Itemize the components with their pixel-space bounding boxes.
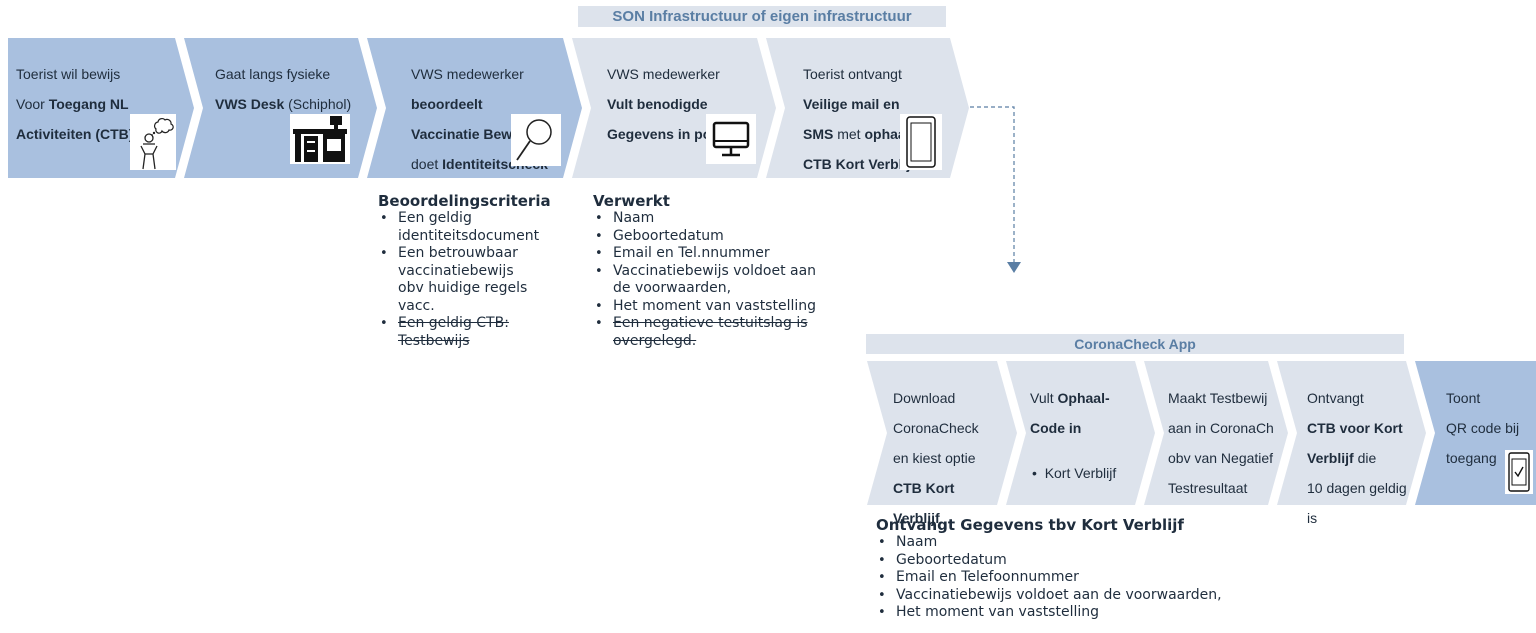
list-item-line: Naam [613,210,655,226]
list-item: Het moment van vaststelling [593,298,873,316]
desk-icon [290,114,350,164]
list-item-line: identiteitsdocument [398,227,540,244]
list-item: Naam [593,210,873,228]
person-thinking-icon [130,114,176,170]
list-item-line: vacc. [398,297,435,314]
step-5-text: Toerist ontvangt Veilige mail en SMS met… [803,66,942,172]
banner-coronacheck-app: CoronaCheck App [866,334,1404,354]
list-item-line: Het moment van vaststelling [613,297,817,314]
criteria-title: Beoordelingscriteria [378,192,551,210]
step-10-text: Toont QR code bij toegang [1446,390,1520,466]
received-list: Ontvangt Gegevens tbv Kort Verblijf Naam… [876,516,1296,622]
list-item-line: Een geldig CTB: [398,315,509,331]
processed-title: Verwerkt [593,192,670,210]
step-7-chevron [1006,361,1155,505]
step-9-chevron [1277,361,1426,505]
list-item: Vaccinatiebewijs voldoet aan de voorwaar… [876,587,1296,605]
connector-arrowhead [1007,262,1021,273]
list-item-line: Een betrouwbaar [398,245,518,261]
list-item-line: Geboortedatum [896,551,1007,568]
received-title: Ontvangt Gegevens tbv Kort Verblijf [876,516,1184,534]
list-item: Naam [876,534,1296,552]
list-item-line: obv huidige regels [398,280,528,296]
list-item-line: Naam [896,534,938,550]
step-6-text: Download CoronaCheck en kiest optie CTB … [893,390,979,526]
list-item-line: Een negatieve testuitslag is [613,315,808,331]
step-8-text: Maakt Testbewij aan in CoronaCh obv van … [1168,390,1274,496]
list-item-line: Email en Tel.nnummer [613,245,770,261]
list-item: Geboortedatum [876,552,1296,570]
list-item-line: Het moment van vaststelling [896,604,1100,620]
phone-icon [900,114,942,170]
criteria-list: Beoordelingscriteria Een geldigidentitei… [378,192,578,350]
phone-check-icon [1505,450,1533,494]
step-9-text: Ontvangt CTB voor Kort Verblijf die 10 d… [1307,390,1407,526]
step-8-chevron [1144,361,1288,505]
list-item-line: Vaccinatiebewijs voldoet aan [613,262,817,279]
list-item-line: Vaccinatiebewijs voldoet aan de voorwaar… [896,586,1222,603]
step-6-chevron [867,361,1017,505]
dashed-connector [970,106,1015,262]
magnifier-icon [511,114,561,166]
list-item-line: overgelegd. [613,332,697,349]
list-item-line: Een geldig [398,210,472,226]
list-item-line: Testbewijs [398,332,470,349]
list-item-line: Geboortedatum [613,227,724,244]
list-item-line: Email en Telefoonnummer [896,569,1079,585]
list-item: Het moment van vaststelling [876,604,1296,622]
step-1-text: Toerist wil bewijs Voor Toegang NL Activ… [16,66,134,142]
list-item: Email en Tel.nnummer [593,245,873,263]
monitor-icon [706,114,756,164]
list-item-line: de voorwaarden, [613,280,732,296]
step-7-text: Vult Ophaal- Code in • Kort Verblijf [1030,390,1117,481]
list-item-line: vaccinatiebewijs [398,262,514,279]
list-item: Een geldig CTB:Testbewijs [378,315,578,350]
banner-son-infrastructure: SON Infrastructuur of eigen infrastructu… [578,6,946,27]
step-2-text: Gaat langs fysieke VWS Desk (Schiphol) [215,66,352,112]
list-item: Email en Telefoonnummer [876,569,1296,587]
list-item: Geboortedatum [593,228,873,246]
processed-list: Verwerkt NaamGeboortedatumEmail en Tel.n… [593,192,873,350]
